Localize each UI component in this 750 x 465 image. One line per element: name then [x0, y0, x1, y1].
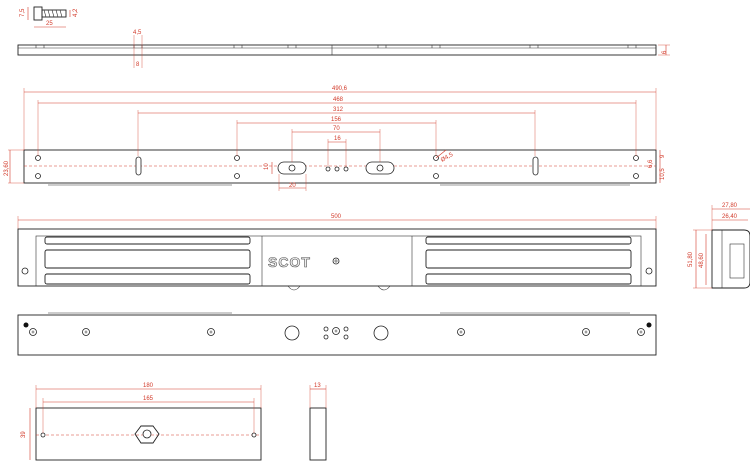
plate-hole — [234, 173, 240, 179]
magnet-logo: SCOT — [268, 254, 311, 270]
plate-slot — [135, 156, 142, 176]
screw-detail: 7,5 4,2 25 — [20, 6, 79, 28]
magnet-end-view: 27,80 26,40 51,80 48,60 — [688, 203, 750, 289]
magnet-back-body — [17, 314, 657, 356]
armature-height-dim: 39 — [21, 431, 27, 438]
magnet-body — [17, 228, 657, 287]
plate-slot-height-dim: 10 — [264, 163, 270, 170]
end-w-inner-dim: 26,40 — [722, 214, 738, 220]
side-strip-view: 4,5 8 6 — [17, 30, 670, 68]
screw-head — [33, 6, 43, 21]
back-corner-dot — [23, 322, 29, 328]
armature-holes-dim: 165 — [143, 396, 154, 402]
strip-end-dim: 6 — [662, 50, 668, 54]
armature-plate-view: 180 165 39 13 — [21, 383, 327, 461]
plate-right-b-dim: 9 — [660, 154, 666, 158]
armature-hole — [40, 432, 46, 438]
plate-mid-holes-dim: 156 — [331, 117, 342, 123]
plate-hole-small — [325, 166, 331, 172]
end-w-outer-dim: 27,80 — [722, 203, 738, 209]
mounting-plate-view: 490,6 468 312 156 70 16 20 10 — [4, 86, 666, 191]
strip-bottom-dim: 8 — [136, 62, 140, 68]
plate-right-c-dim: 6,6 — [648, 159, 654, 168]
magnet-coil-right — [425, 236, 632, 285]
armature-hole — [251, 432, 257, 438]
plate-hole — [234, 155, 240, 161]
armature-side — [309, 407, 327, 461]
plate-hole-dia-dim: Ø4,5 — [440, 152, 455, 164]
screw-thread — [43, 9, 63, 18]
armature-nut — [134, 425, 160, 444]
magnet-end-hole — [21, 267, 29, 275]
plate-slot — [532, 156, 539, 176]
end-view-body — [711, 229, 750, 289]
armature-length-dim: 180 — [143, 383, 154, 389]
plate-hole — [433, 173, 439, 179]
back-large-hole — [373, 325, 389, 341]
screw-shank-dim: 4,2 — [73, 8, 79, 17]
armature-plate — [35, 407, 262, 461]
plate-height-dim: 23,60 — [4, 160, 10, 176]
screw-length-dim: 25 — [46, 21, 53, 27]
mounting-plate — [23, 149, 657, 184]
magnet-coil-left — [44, 236, 251, 285]
back-large-hole — [284, 325, 300, 341]
plate-hole — [633, 173, 639, 179]
plate-hole-small — [343, 166, 349, 172]
plate-slots-dim: 312 — [333, 107, 344, 113]
magnet-end-hole — [645, 267, 653, 275]
plate-holes-outer-dim: 468 — [333, 97, 344, 103]
plate-slot-width-dim: 20 — [289, 183, 296, 189]
back-corner-dot — [646, 322, 652, 328]
plate-right-a-dim: 10,5 — [660, 168, 666, 180]
end-h-outer-dim: 51,80 — [688, 251, 694, 267]
plate-hole — [35, 173, 41, 179]
plate-small-pitch-dim: 16 — [334, 136, 341, 142]
magnet-back-view — [17, 312, 657, 356]
plate-hole-small — [334, 166, 340, 172]
side-strip — [17, 44, 657, 56]
screw-head-dim: 7,5 — [20, 8, 26, 17]
plate-hole — [633, 155, 639, 161]
strip-top-dim: 4,5 — [133, 30, 142, 36]
magnet-front-view: 500 SCOT — [17, 214, 657, 291]
end-h-inner-dim: 48,60 — [699, 252, 705, 268]
magnet-length-dim: 500 — [331, 214, 342, 220]
plate-mid-span-dim: 70 — [333, 126, 340, 132]
plate-hole — [35, 155, 41, 161]
armature-thickness-dim: 13 — [314, 383, 321, 389]
plate-overall-dim: 490,6 — [332, 86, 348, 92]
